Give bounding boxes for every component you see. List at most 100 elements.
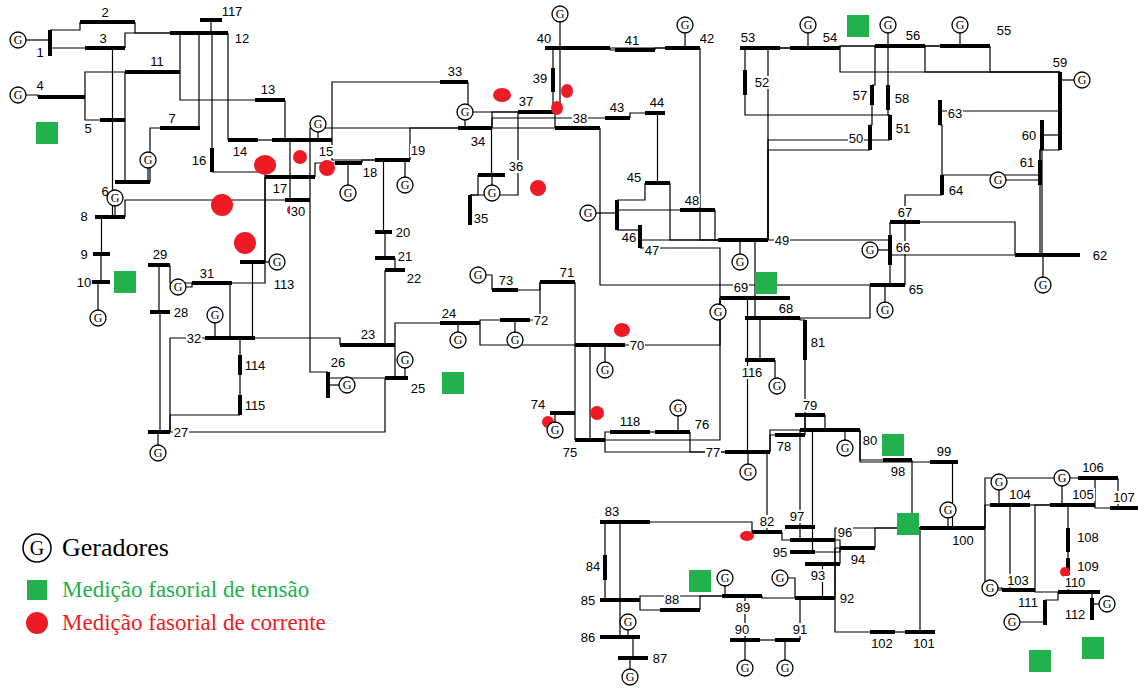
bus-bar [375,256,395,260]
bus-bar [795,413,825,417]
generator-outline [717,570,733,586]
generator-node: G [456,103,474,121]
generator-letter: G [944,504,953,516]
bus-number: 110 [1064,576,1087,589]
bus-number: 51 [895,122,911,135]
bus-bar [665,46,700,50]
transmission-line [1067,552,1068,558]
transmission-line [159,312,160,432]
generator-node: G [169,278,187,296]
generator-node: G [206,306,224,324]
current-pmu-marker [254,155,276,175]
generator-node: G [619,613,637,631]
bus-bar [790,46,840,50]
bus-bar [492,288,518,292]
transmission-line [1030,504,1050,505]
bus-bar [210,148,214,172]
bus-number: 82 [759,515,775,528]
generator-node: G [1073,71,1091,89]
generator-outline [450,332,466,348]
transmission-line [605,432,610,440]
bus-number: 32 [186,332,202,345]
generator-node: G [876,301,894,319]
bus-number: 67 [897,206,913,219]
bus-bar [638,225,642,248]
transmission-line [650,522,752,532]
bus-bar [718,238,768,242]
bus-bar [150,310,170,314]
generator-outline [777,660,793,676]
bus-bar [1040,120,1044,150]
bus-number: 117 [221,5,244,18]
transmission-line [617,183,645,200]
generator-outline [737,660,753,676]
transmission-line [180,72,255,100]
transmission-line [124,120,125,182]
bus-number: 71 [559,266,575,279]
bus-bar [868,125,872,150]
bus-bar [205,336,255,340]
generator-outline [877,302,893,318]
bus-bar [645,111,665,115]
bus-number: 111 [1017,596,1039,609]
generator-outline [170,279,186,295]
transmission-line [85,72,125,97]
transmission-line [574,413,575,440]
bus-bar [870,85,874,105]
generator-outline [982,580,998,596]
bus-bar [743,70,747,95]
bus-number: 45 [626,171,642,184]
bus-number: 18 [362,166,378,179]
transmission-line [600,128,870,285]
bus-number: 4 [35,79,44,92]
generator-outline [310,116,326,132]
bus-number: 97 [789,510,805,523]
bus-number: 114 [244,359,267,372]
generator-outline [837,440,853,456]
generator-outline [740,464,756,480]
bus-number: 74 [530,398,546,411]
bus-number: 108 [1076,531,1100,544]
bus-bar [615,48,655,52]
bus-bar [1058,72,1062,150]
generator-outline [339,377,355,393]
generator-node: G [9,86,27,104]
bus-number: 40 [536,32,552,45]
transmission-line [264,177,265,262]
generator-outline [107,190,123,206]
transmission-line [480,323,575,345]
bus-number: 102 [870,637,894,650]
transmission-line [800,285,870,318]
transmission-line [632,637,633,658]
bus-number: 22 [406,272,422,285]
bus-number: 49 [774,234,790,247]
generator-node: G [396,351,414,369]
bus-bar [1090,598,1094,620]
generator-letter: G [474,269,483,281]
generator-letter: G [956,19,965,31]
bus-bar [940,175,944,195]
bus-bar [92,280,110,284]
bus-number: 46 [621,231,637,244]
generator-outline [1099,596,1115,612]
bus-bar [575,438,605,442]
bus-number: 35 [473,212,489,225]
generator-outline [150,445,166,461]
bus-number: 16 [191,154,207,167]
bus-number: 39 [532,72,548,85]
bus-bar [335,161,362,165]
generator-outline [940,502,956,518]
bus-number: 89 [735,601,751,614]
transmission-line [332,82,440,140]
generator-letter: G [626,671,635,683]
bus-bar [1110,506,1138,510]
bus-bar [775,638,800,642]
generator-node: G [483,184,501,202]
bus-bar [1050,503,1095,507]
transmission-line [252,262,253,338]
generator-node: G [339,184,357,202]
bus-number: 94 [850,553,866,566]
bus-bar [95,215,125,219]
transmission-line [212,172,265,177]
generator-outline [10,87,26,103]
